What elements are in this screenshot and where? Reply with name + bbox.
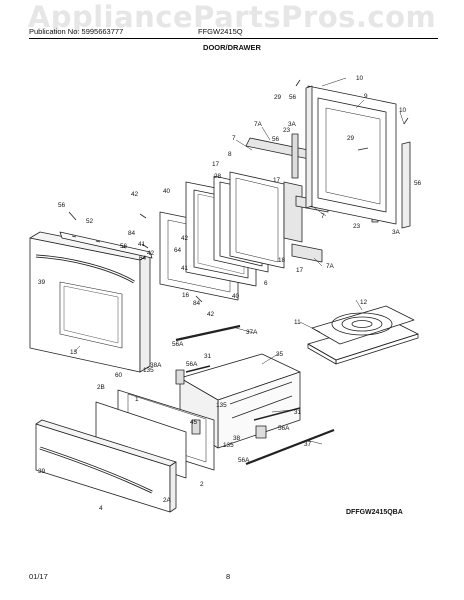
part-label: 16: [182, 292, 190, 299]
part-label: 42: [207, 311, 215, 318]
part-label: 37: [304, 441, 312, 448]
page-number: 8: [226, 572, 231, 581]
part-label: 56: [272, 136, 280, 143]
part-label: 40: [232, 293, 240, 300]
part-label: 56A: [186, 361, 198, 368]
section-title: DOOR/DRAWER: [203, 43, 261, 52]
part-label: 29: [347, 135, 355, 142]
drawer-side-panel: [185, 365, 301, 421]
publication-number: Publication No: 5995663777: [29, 27, 124, 36]
part-label: 56: [414, 180, 422, 187]
part-label: 56: [120, 243, 128, 250]
part-label: 17: [273, 177, 281, 184]
header-rule: [29, 38, 438, 39]
footer-date: 01/17: [29, 572, 48, 581]
part-label: 42: [131, 191, 139, 198]
part-label: 135: [216, 402, 227, 409]
glass-panel: [229, 171, 285, 269]
part-label: 3A: [392, 229, 401, 236]
part-label: 135: [223, 442, 234, 449]
part-label: 38: [233, 435, 241, 442]
part-label: 8: [228, 151, 232, 158]
oven-door-handle: [35, 254, 135, 284]
part-label: 4: [99, 505, 103, 512]
part-label: 9: [364, 93, 368, 100]
part-label: 56A: [238, 457, 250, 464]
part-label: 37A: [246, 329, 258, 336]
part-label: 39: [38, 468, 46, 475]
part-label: 28: [214, 173, 222, 180]
part-label: 52: [86, 218, 94, 225]
part-label: 12: [360, 299, 368, 306]
part-label: 135: [143, 367, 154, 374]
part-label: 60: [115, 372, 123, 379]
part-label: 38A: [150, 362, 162, 369]
part-label: 84: [193, 300, 201, 307]
part-label: 56A: [278, 425, 290, 432]
part-label: 10: [356, 75, 364, 82]
part-label: 41: [138, 241, 146, 248]
part-label: 29: [274, 94, 282, 101]
part-label: 23: [353, 223, 361, 230]
part-label: 31: [294, 409, 302, 416]
part-label: 1: [135, 396, 139, 403]
part-label: 42: [181, 235, 189, 242]
part-label: 7: [232, 135, 236, 142]
part-label: 45: [190, 419, 198, 426]
part-label: 56: [58, 202, 66, 209]
broiler-grid: [311, 305, 415, 345]
part-label: 56: [289, 94, 297, 101]
part-label: 17: [296, 267, 304, 274]
drawer-handle: [39, 446, 153, 494]
part-label: 31: [204, 353, 212, 360]
part-label: 64: [174, 247, 182, 254]
oven-door-frame: [307, 85, 397, 225]
part-label: 56A: [172, 341, 184, 348]
part-label: 40: [163, 188, 171, 195]
watermark: AppliancePartsPros.com: [27, 0, 437, 34]
part-label: 7A: [326, 263, 335, 270]
part-label: 2: [200, 481, 204, 488]
part-label: 2A: [163, 497, 172, 504]
screws: [68, 79, 409, 303]
part-label: 41: [181, 265, 189, 272]
part-label: 7: [321, 213, 325, 220]
part-label: 11: [294, 319, 301, 326]
part-label: 2B: [97, 384, 105, 391]
part-label: 39: [38, 279, 46, 286]
side-trim: [305, 85, 411, 229]
drawer-bracket: [175, 369, 267, 439]
door-trim: [59, 231, 153, 259]
model-number: FFGW2415Q: [198, 27, 243, 36]
part-label: 84: [128, 230, 136, 237]
part-label: 13: [70, 349, 78, 356]
part-label: 7A: [254, 121, 263, 128]
drawer-slide-rail: [175, 324, 335, 466]
part-label: 10: [399, 107, 407, 114]
part-label: 3A: [288, 121, 297, 128]
part-label: 64: [139, 255, 147, 262]
diagram-code: DFFGW2415QBA: [346, 509, 403, 516]
part-label: 18: [278, 257, 286, 264]
part-label: 42: [147, 250, 155, 257]
part-label: 35: [276, 351, 284, 358]
part-label: 17: [212, 161, 220, 168]
leader-lines: [73, 77, 405, 445]
drawer-front: [35, 419, 177, 513]
part-label: 6: [264, 280, 268, 287]
part-label: 23: [283, 127, 291, 134]
